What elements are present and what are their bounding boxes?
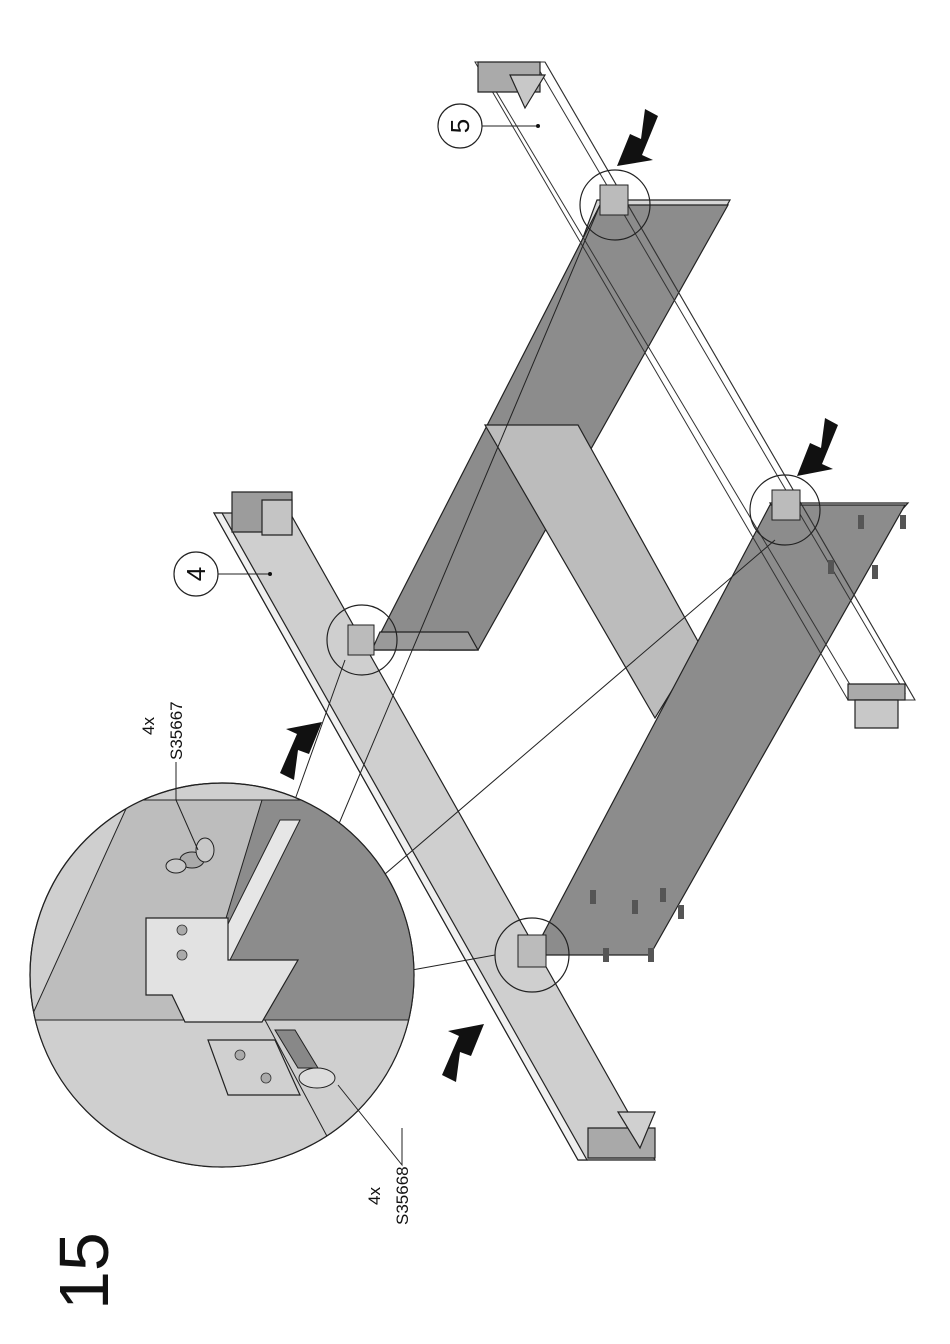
- wing-nut-code: S35667: [167, 701, 186, 760]
- wing-nut-quantity: 4x: [139, 717, 158, 735]
- callout-part-5: 5: [438, 104, 540, 148]
- carriage-bolt-code: S35668: [393, 1166, 412, 1225]
- rail-4-bracket-top: [232, 492, 292, 535]
- step-number: 15: [45, 1232, 123, 1310]
- arrow-down-1: [617, 109, 658, 166]
- arrow-up-2: [442, 1024, 484, 1082]
- callout-5-label: 5: [445, 119, 475, 133]
- callout-4-label: 4: [181, 567, 211, 581]
- carriage-bolt-quantity: 4x: [365, 1187, 384, 1205]
- arrow-down-2: [797, 418, 838, 476]
- rail-5-bracket-top: [478, 62, 545, 108]
- back-panel-side: [372, 632, 478, 650]
- detail-magnifier: [0, 783, 420, 1170]
- rail-5-bracket-bottom: [848, 684, 905, 728]
- arrow-up-1: [280, 722, 322, 780]
